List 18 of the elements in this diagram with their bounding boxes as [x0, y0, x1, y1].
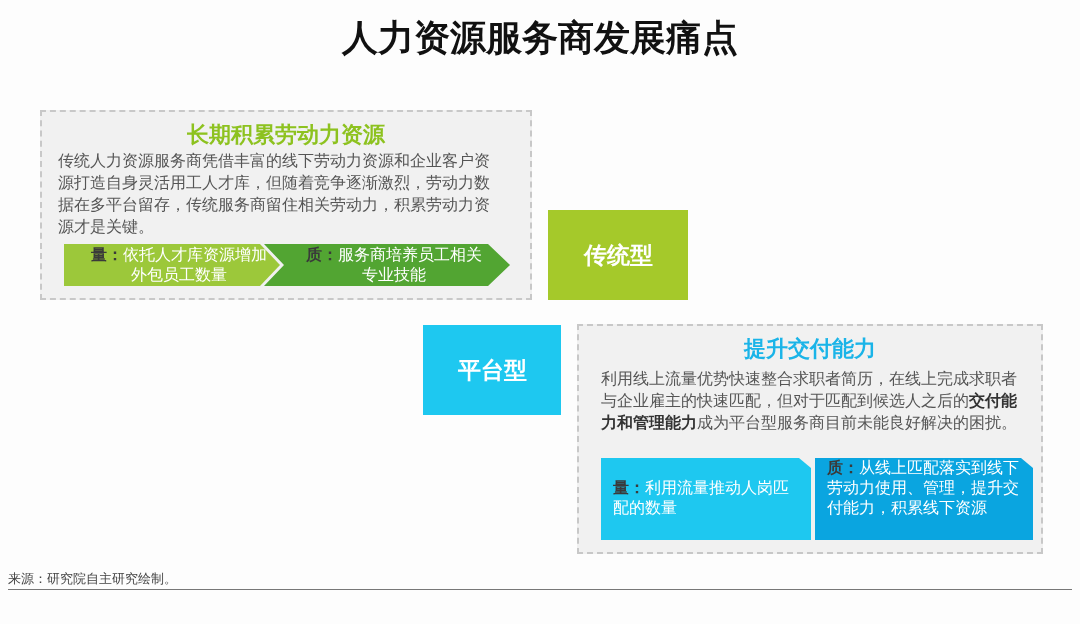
- dashed-panel: [40, 110, 532, 300]
- info-box: [601, 458, 811, 540]
- banner-text: 质：从线上匹配落实到线下劳动力使用、管理，提升交付能力，积累线下资源: [827, 458, 1020, 518]
- panel-heading: 长期积累劳动力资源: [186, 121, 386, 149]
- panel-heading: 提升交付能力: [742, 335, 877, 363]
- banner-text: 量：利用流量推动人岗匹配的数量: [613, 478, 790, 518]
- type-box: 平台型: [423, 325, 561, 415]
- panel-text: 传统人力资源服务商凭借丰富的线下劳动力资源和企业客户资源打造自身灵活用工人才库，但随着竞争逐渐激烈，劳动力数据在多平台留存，传统服务商留住相关劳动力，积累劳动力资源才是关键。: [58, 150, 491, 238]
- title: 人力资源服务商发展痛点: [341, 16, 739, 60]
- banner-text: 质：服务商培养员工相关专业技能: [305, 245, 483, 285]
- panel-text: 利用线上流量优势快速整合求职者简历，在线上完成求职者与企业雇主的快速匹配，但对于匹配到候选人之后的交付能力和管理能力成为平台型服务商目前未能良好解决的困扰。: [601, 368, 1018, 434]
- source-note: 来源：研究院自主研究绘制。: [8, 571, 177, 588]
- type-box: 传统型: [548, 210, 688, 300]
- info-box: [815, 458, 1033, 540]
- chevron-banner: [64, 244, 280, 286]
- dashed-panel: [577, 324, 1043, 554]
- banner-text: 量：依托人才库资源增加外包员工数量: [90, 245, 268, 285]
- chevron-banner: [264, 244, 510, 286]
